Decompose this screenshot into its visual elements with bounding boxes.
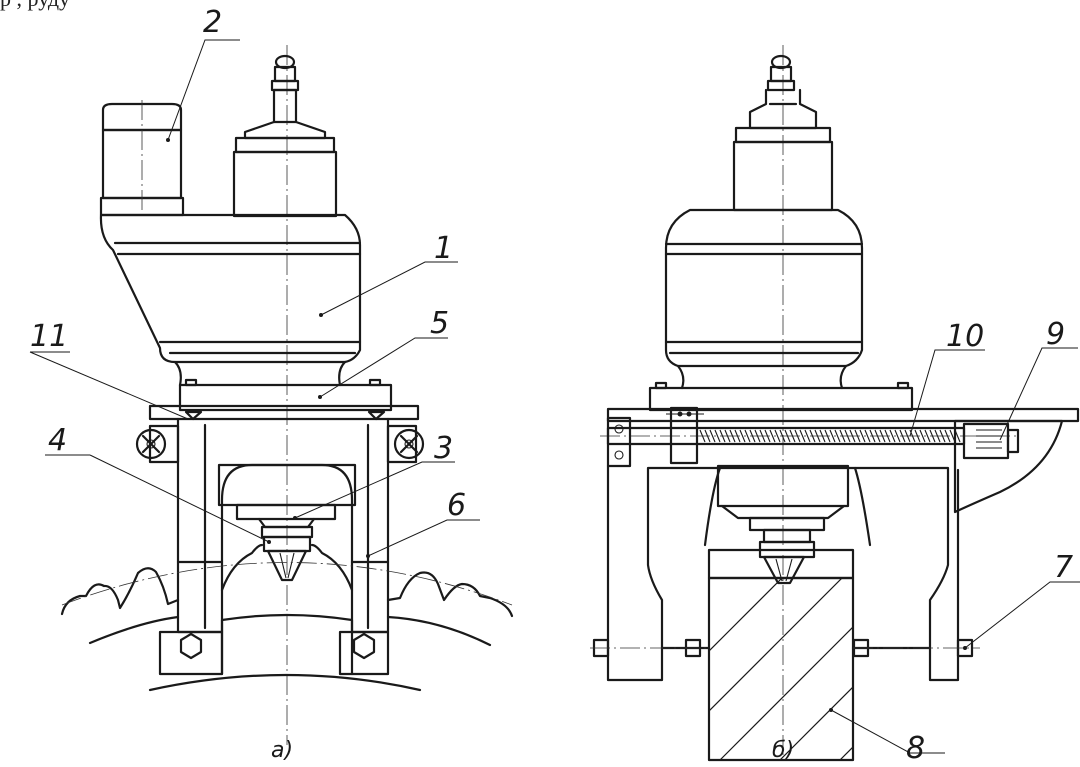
lead-screw-10 xyxy=(600,406,1020,468)
callout-6: 6 xyxy=(447,488,466,523)
bracket-handle-9 xyxy=(953,419,1064,514)
leaders xyxy=(29,39,1080,754)
thread-line xyxy=(899,429,906,443)
thread-line xyxy=(814,429,821,443)
thread-line xyxy=(704,429,711,443)
column-a xyxy=(232,150,338,218)
thread-line xyxy=(879,429,886,443)
thread-line xyxy=(714,429,721,443)
callout-9: 9 xyxy=(1046,317,1065,352)
thread-line xyxy=(734,429,741,443)
thread-line xyxy=(869,429,876,443)
thread-line xyxy=(849,429,856,443)
top-stud-a xyxy=(243,54,327,140)
frame-6 xyxy=(176,417,390,634)
thread-line xyxy=(719,429,726,443)
thread-line xyxy=(874,429,881,443)
callout-3: 3 xyxy=(434,431,453,466)
thread-line xyxy=(724,429,731,443)
thread-line xyxy=(844,429,851,443)
workpiece-8 xyxy=(707,548,855,762)
column-cap-a xyxy=(234,136,336,154)
thread-line xyxy=(774,429,781,443)
thread-line xyxy=(779,429,786,443)
bolt-right-7 xyxy=(851,638,980,658)
thread-line xyxy=(759,429,766,443)
thread-line xyxy=(934,429,941,443)
thread-line xyxy=(859,429,866,443)
housing-b xyxy=(664,208,864,390)
spindle-cutter-a xyxy=(217,463,357,582)
clipped-top-text: р , рудy xyxy=(0,0,1080,12)
thread-line xyxy=(889,429,896,443)
thread-line xyxy=(829,429,836,443)
thread-line xyxy=(819,429,826,443)
thread-line xyxy=(944,429,951,443)
clamp-wheel-right-a xyxy=(386,424,425,464)
thread-line xyxy=(754,429,761,443)
thread-line xyxy=(839,429,846,443)
callout-7: 7 xyxy=(1054,550,1073,585)
thread-line xyxy=(914,429,921,443)
callout-5: 5 xyxy=(430,306,449,341)
thread-line xyxy=(854,429,861,443)
bolt-left-b xyxy=(590,638,711,658)
thread-line xyxy=(864,429,871,443)
thread-line xyxy=(749,429,756,443)
plate-b xyxy=(648,381,914,412)
thread-line xyxy=(769,429,776,443)
thread-line xyxy=(824,429,831,443)
thread-line xyxy=(919,429,926,443)
callout-2: 2 xyxy=(203,5,222,40)
thread-line xyxy=(729,429,736,443)
thread-line xyxy=(699,429,706,443)
thread-line xyxy=(739,429,746,443)
thread-line xyxy=(924,429,931,443)
subfigure-label-a: а) xyxy=(271,738,293,763)
subfigure-label-b: б) xyxy=(772,738,794,763)
rail-b xyxy=(606,407,1080,423)
callout-10: 10 xyxy=(946,319,984,354)
thread-line xyxy=(884,429,891,443)
callout-1: 1 xyxy=(434,231,453,266)
housing-1 xyxy=(99,213,362,387)
thread-line xyxy=(809,429,816,443)
thread-line xyxy=(799,429,806,443)
thread-line xyxy=(744,429,751,443)
thread-line xyxy=(929,429,936,443)
thread-line xyxy=(904,429,911,443)
thread-line xyxy=(894,429,901,443)
view-a xyxy=(60,45,514,745)
clamp-wheel-left-a xyxy=(135,424,180,464)
thread-line xyxy=(709,429,716,443)
callout-8: 8 xyxy=(906,731,925,766)
gear-workpiece xyxy=(60,543,514,692)
thread-line xyxy=(794,429,801,443)
thread-line xyxy=(784,429,791,443)
callout-labels: 2 1 5 11 3 4 6 7 8 9 10 а) б) xyxy=(30,5,1073,766)
thread-line xyxy=(764,429,771,443)
screw-thread xyxy=(699,429,961,443)
thread-line xyxy=(789,429,796,443)
callout-4: 4 xyxy=(48,423,67,458)
motor-2 xyxy=(99,100,185,220)
plate-5 xyxy=(178,378,393,412)
guide-bar-11 xyxy=(148,404,420,421)
thread-line xyxy=(804,429,811,443)
callout-11: 11 xyxy=(30,319,68,354)
thread-line xyxy=(939,429,946,443)
thread-line xyxy=(834,429,841,443)
view-b xyxy=(590,45,1080,765)
